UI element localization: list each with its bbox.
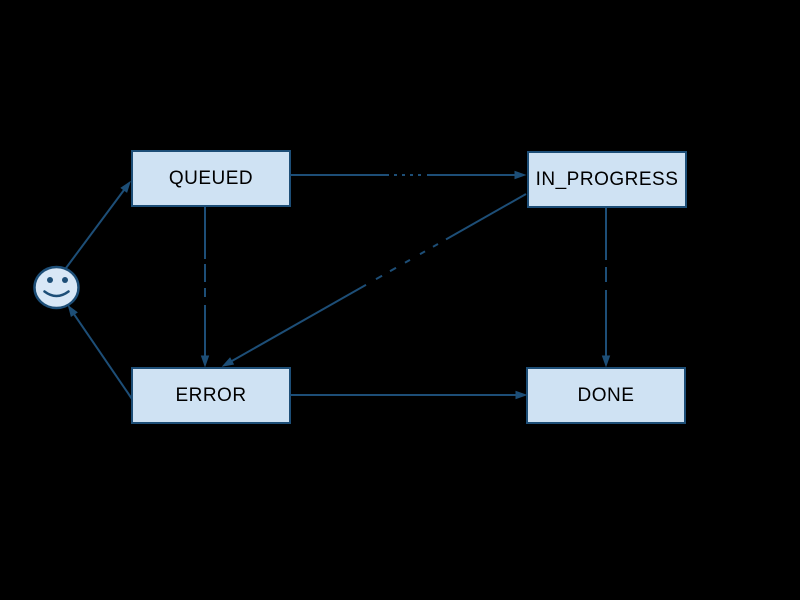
arrowhead <box>514 170 527 180</box>
smiley-left-eye <box>47 277 53 283</box>
start-state-smiley-icon <box>33 265 80 310</box>
smiley-right-eye <box>62 277 68 283</box>
arrowhead <box>515 390 528 400</box>
edge-error-to-start <box>67 304 133 400</box>
state-node-done: DONE <box>526 367 686 424</box>
illegible-edge-label <box>364 236 448 288</box>
state-node-label: DONE <box>577 384 635 406</box>
state-node-queued: QUEUED <box>131 150 291 207</box>
arrowhead <box>601 355 611 368</box>
arrowhead <box>221 357 235 367</box>
arrowhead <box>120 180 131 193</box>
arrowhead <box>67 304 78 317</box>
state-node-label: QUEUED <box>168 167 254 189</box>
state-node-label: ERROR <box>175 384 247 406</box>
edge-inprogress-to-error <box>221 193 527 367</box>
edge-queued-to-error <box>200 206 210 368</box>
edge-queued-to-inprogress <box>291 170 527 180</box>
state-node-label: IN_PROGRESS <box>535 168 679 190</box>
state-node-in-progress: IN_PROGRESS <box>527 151 687 208</box>
state-node-error: ERROR <box>131 367 291 424</box>
smiley-mouth <box>43 290 70 298</box>
edge-start-to-queued <box>65 180 131 269</box>
edge-error-to-done <box>291 390 528 400</box>
edge-inprogress-to-done <box>601 208 611 368</box>
arrowhead <box>200 355 210 368</box>
